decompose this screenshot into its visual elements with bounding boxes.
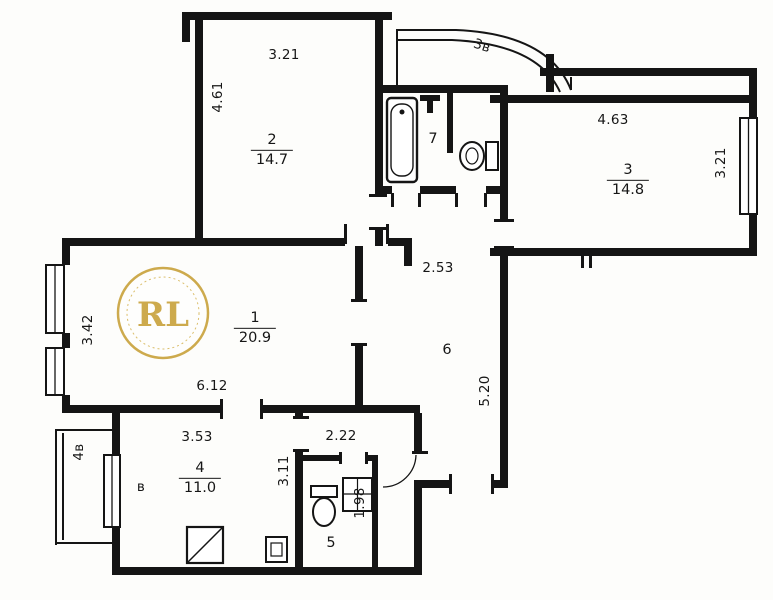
sink-icon-bathroom5: [342, 477, 373, 512]
room-3-area: 14.8: [606, 179, 650, 199]
dim-corridor-length: 5.20: [477, 375, 493, 407]
room-4-number: 4: [195, 459, 205, 476]
dim-corridor-width: 2.53: [422, 260, 454, 276]
balcony-top-curved: [396, 29, 572, 93]
room-4-label: 4 11.0: [178, 459, 222, 497]
dim-room3-depth: 3.21: [713, 147, 729, 179]
room-2-number: 2: [267, 131, 277, 148]
room-5-number: 5: [326, 535, 336, 551]
room-3-label: 3 14.8: [606, 161, 650, 199]
door-swing-arc: [382, 454, 417, 488]
window-room1-upper: [45, 264, 65, 334]
toilet-icon-wc: [459, 141, 499, 171]
balcony-bottom-left: [55, 429, 112, 545]
window-room4-balcony: [103, 454, 121, 528]
dim-room4-depth: 3.11: [276, 455, 292, 487]
windows: [45, 117, 758, 528]
room-1-label: 1 20.9: [233, 309, 277, 347]
room-2-label: 2 14.7: [250, 131, 294, 169]
watermark-text: RL: [137, 295, 189, 335]
label-balcony-door: в: [136, 479, 146, 495]
bathtub-icon: [385, 96, 419, 184]
room-1-number: 1: [250, 309, 260, 326]
window-room1-lower: [45, 347, 65, 396]
room-7-number: 7: [428, 131, 438, 147]
fixtures: [185, 95, 499, 565]
dim-room2-depth: 4.61: [210, 81, 226, 113]
room-1-area: 20.9: [233, 327, 277, 347]
room-4-area: 11.0: [178, 477, 222, 497]
dim-hall-width: 2.22: [325, 428, 357, 444]
door-opening-ticks: [220, 54, 592, 494]
dim-room1-width: 6.12: [196, 378, 228, 394]
room-3-number: 3: [623, 161, 633, 178]
dim-room3-width: 4.63: [597, 112, 629, 128]
dim-room4-width: 3.53: [181, 429, 213, 445]
balcony-outlines: [55, 29, 572, 545]
washing-machine-icon: [185, 525, 225, 565]
sink-icon-bathroom7: [420, 95, 440, 113]
room-2-area: 14.7: [250, 149, 294, 169]
watermark-logo: RL: [116, 266, 210, 360]
watermark-circle: [116, 266, 210, 360]
cabinet-icon: [265, 536, 288, 563]
dim-room1-depth: 3.42: [80, 314, 96, 346]
toilet-icon-bathroom5: [310, 485, 338, 527]
dim-bathroom-depth: 1.98: [352, 487, 368, 519]
walls: [62, 12, 757, 575]
window-room3-right: [739, 117, 758, 215]
watermark-inner-ring: [126, 276, 200, 350]
dim-room2-width: 3.21: [268, 47, 300, 63]
room-6-number: 6: [442, 342, 452, 358]
label-balcony-bottom-left: 4в: [71, 443, 87, 461]
